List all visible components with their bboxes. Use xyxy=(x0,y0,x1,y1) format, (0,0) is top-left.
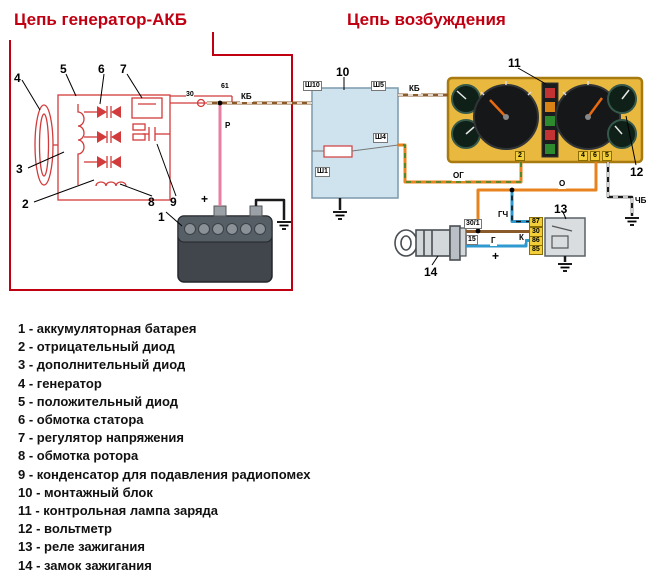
tag-sh10: Ш10 xyxy=(303,81,322,92)
plus-sign-battery: + xyxy=(201,192,209,206)
wire-label-gch: ГЧ xyxy=(497,210,510,220)
callout-1: 1 xyxy=(158,210,165,224)
legend-item: 10 - монтажный блок xyxy=(18,484,153,500)
legend-item: 14 - замок зажигания xyxy=(18,557,152,573)
callout-10: 10 xyxy=(336,65,350,79)
wire-label-kb-left: КБ xyxy=(240,92,253,102)
diagram-area: Цепь генератор-АКБ Цепь возбуждения 4 5 … xyxy=(9,10,648,291)
legend-item: 2 - отрицательный диод xyxy=(18,339,175,355)
terminal-label-30: 30 xyxy=(186,91,194,99)
legend-item: 5 - положительный диод xyxy=(18,393,178,409)
circuit-title-right: Цепь возбуждения xyxy=(347,10,506,29)
battery-drawing xyxy=(177,205,273,283)
legend-item: 8 - обмотка ротора xyxy=(18,448,139,464)
diagram-canvas xyxy=(9,32,644,291)
legend-item: 6 - обмотка статора xyxy=(18,412,144,428)
cluster-pin-5: 5 xyxy=(602,151,612,162)
wire-label-k: К xyxy=(518,233,525,243)
legend-item: 3 - дополнительный диод xyxy=(18,357,186,373)
callout-14: 14 xyxy=(424,265,438,279)
legend-item: 9 - конденсатор для подавления радиопоме… xyxy=(18,466,311,482)
cluster-pin-6: 6 xyxy=(590,151,600,162)
callout-12: 12 xyxy=(630,165,644,179)
callout-4: 4 xyxy=(14,71,21,85)
callout-lines xyxy=(21,67,637,266)
callout-3: 3 xyxy=(16,162,23,176)
wire-label-og: ОГ xyxy=(452,171,465,181)
callout-13: 13 xyxy=(554,202,568,216)
legend-item: 4 - генератор xyxy=(18,375,102,391)
callout-8: 8 xyxy=(148,195,155,209)
circuit-title-left: Цепь генератор-АКБ xyxy=(14,10,188,29)
legend-item: 13 - реле зажигания xyxy=(18,539,145,555)
callout-6: 6 xyxy=(98,62,105,76)
terminal-label-61: 61 xyxy=(221,83,229,91)
ignition-relay-drawing xyxy=(544,217,586,257)
cluster-pin-4: 4 xyxy=(578,151,588,162)
legend-item: 12 - вольтметр xyxy=(18,521,112,537)
relay-pin-85: 85 xyxy=(529,245,543,256)
legend-item: 11 - контрольная лампа заряда xyxy=(18,503,219,519)
wire-label-r: Р xyxy=(224,121,232,131)
wire-label-o: О xyxy=(558,179,567,189)
ground-symbols xyxy=(277,211,639,272)
ignition-switch-drawing xyxy=(394,225,467,261)
relay-pin-87: 87 xyxy=(529,217,543,228)
tag-sh5: Ш5 xyxy=(371,81,386,92)
tag-15: 15 xyxy=(466,235,478,246)
plus-sign-relay: + xyxy=(492,249,500,263)
instrument-cluster-drawing xyxy=(446,76,644,164)
tag-sh1: Ш1 xyxy=(315,167,330,178)
callout-11: 11 xyxy=(508,56,521,70)
tag-sh4: Ш4 xyxy=(373,133,388,144)
tag-30-1: 30/1 xyxy=(464,219,482,230)
circuit-boundary xyxy=(9,32,293,291)
wire-label-kb-right: КБ xyxy=(408,84,421,94)
callout-9: 9 xyxy=(170,195,177,209)
callout-7: 7 xyxy=(120,62,127,76)
legend: 1 - аккумуляторная батарея 2 - отрицател… xyxy=(0,308,670,575)
callout-5: 5 xyxy=(60,62,67,76)
legend-item: 1 - аккумуляторная батарея xyxy=(18,321,197,336)
wires xyxy=(207,93,634,262)
legend-item: 7 - регулятор напряжения xyxy=(18,430,184,446)
cluster-pin-2: 2 xyxy=(515,151,525,162)
wire-label-g: Г xyxy=(490,236,497,246)
callout-2: 2 xyxy=(22,197,29,211)
wire-label-chb: ЧБ xyxy=(634,196,648,206)
generator-drawing xyxy=(34,94,233,201)
